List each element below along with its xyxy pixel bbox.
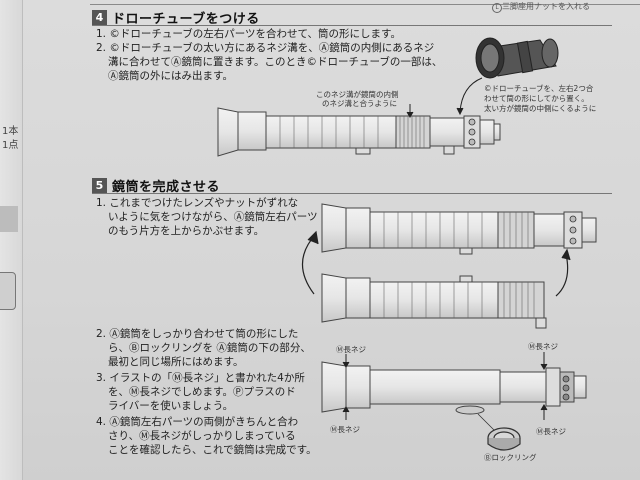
section-5-title: 鏡筒を完成させる xyxy=(112,180,221,195)
section-5-number: 5 xyxy=(92,178,107,193)
section-4-step-1: 1. ©ドローチューブの左右パーツを合わせて、筒の形にします。 xyxy=(96,28,401,40)
section-5-step-1-line-3: のもう片方を上からかぶせます。 xyxy=(108,225,265,237)
left-strip-lens-illustration xyxy=(0,272,16,310)
callout-thread-1: このネジ溝が鏡筒の内側 xyxy=(316,90,399,99)
callout-thread-2: のネジ溝と合うように xyxy=(322,99,397,108)
section-5-step-1-line-2: いように気をつけながら、Ⓐ鏡筒左右パーツ xyxy=(108,211,318,223)
section-4-title: ドローチューブをつける xyxy=(112,12,260,27)
assembly-arrows xyxy=(301,230,571,297)
section-4-callout-arrows xyxy=(406,77,483,118)
label-lock-ring: Ⓑロックリング xyxy=(484,453,537,462)
left-strip-gray-box xyxy=(0,206,18,232)
top-rule xyxy=(90,4,640,5)
section-5-heading: 5 鏡筒を完成させる xyxy=(92,176,220,195)
left-strip-text-2: 1点 xyxy=(2,140,19,151)
section-5-step-4-line-3: ことを確認したら、これで鏡筒は完成です。 xyxy=(108,444,317,456)
section-5-step-4-line-1: 4. Ⓐ鏡筒左右パーツの両側がきちんと合わ xyxy=(96,416,299,428)
left-strip-text-1: 1本 xyxy=(2,126,19,137)
label-long-screw-bottom-left: Ⓜ長ネジ xyxy=(330,425,360,434)
section-5-step-3-line-2: を、Ⓜ長ネジでしめます。Ⓟプラスのド xyxy=(108,386,296,398)
section-5-tube-half-bottom xyxy=(321,273,547,329)
section-4-telescope-tube xyxy=(217,107,501,157)
section-4-step-2-line-3: Ⓐ鏡筒の外にはみ出ます。 xyxy=(108,70,233,82)
section-5-top-tube-ribs xyxy=(383,212,529,248)
section-4-number: 4 xyxy=(92,10,107,25)
section-5-step-2-line-2: ら、Ⓑロックリングを Ⓐ鏡筒の下の部分、 xyxy=(108,342,311,354)
label-long-screw-top-right: Ⓜ長ネジ xyxy=(528,342,558,351)
callout-drawtube-2: わせて筒の形にしてから置く。 xyxy=(484,94,589,103)
section-5-top-rings xyxy=(569,215,577,245)
section-5-step-2-line-3: 最初と同じ場所にはめます。 xyxy=(108,356,244,368)
section-5-assembled-tube xyxy=(321,361,587,415)
section-5-bottom-tube-ribs xyxy=(383,282,535,318)
section-4-tube-ribs xyxy=(279,116,425,148)
section-4-step-2-line-1: 2. ©ドローチューブの太い方にあるネジ溝を、Ⓐ鏡筒の内側にあるネジ xyxy=(96,42,435,54)
label-long-screw-top-left: Ⓜ長ネジ xyxy=(336,345,366,354)
section-5-tube-half-top xyxy=(321,203,597,255)
label-long-screw-bottom-right: Ⓜ長ネジ xyxy=(536,427,566,436)
section-5-assembled-rings xyxy=(562,375,570,401)
section-4-step-2-line-2: 溝に合わせてⒶ鏡筒に置きます。このとき©ドローチューブの一部は、 xyxy=(108,56,443,68)
section-4-rule xyxy=(92,25,612,26)
section-5-step-4-line-2: さり、Ⓜ長ネジがしっかりしまっている xyxy=(108,430,296,442)
section-4-heading: 4 ドローチューブをつける xyxy=(92,8,260,27)
section-5-step-3-line-3: ライバーを使いましょう。 xyxy=(108,400,234,412)
drawtube-photo xyxy=(475,37,559,79)
section-5-step-1-line-1: 1. これまでつけたレンズやナットがずれな xyxy=(96,197,299,209)
section-4-eyepiece-rings xyxy=(468,118,476,146)
lock-ring-illustration xyxy=(477,413,521,451)
section-5-rule xyxy=(92,193,612,194)
section-5-step-2-line-1: 2. Ⓐ鏡筒をしっかり合わせて筒の形にした xyxy=(96,328,299,340)
section-5-step-3-line-1: 3. イラストの「Ⓜ長ネジ」と書かれた4か所 xyxy=(96,372,305,384)
callout-drawtube-1: ©ドローチューブを、左右2つ合 xyxy=(484,84,594,93)
long-screw-arrows xyxy=(342,352,548,420)
previous-page-edge: 1本 1点 xyxy=(0,0,23,480)
callout-drawtube-3: 太い方が鏡筒の中側にくるように xyxy=(484,104,597,113)
